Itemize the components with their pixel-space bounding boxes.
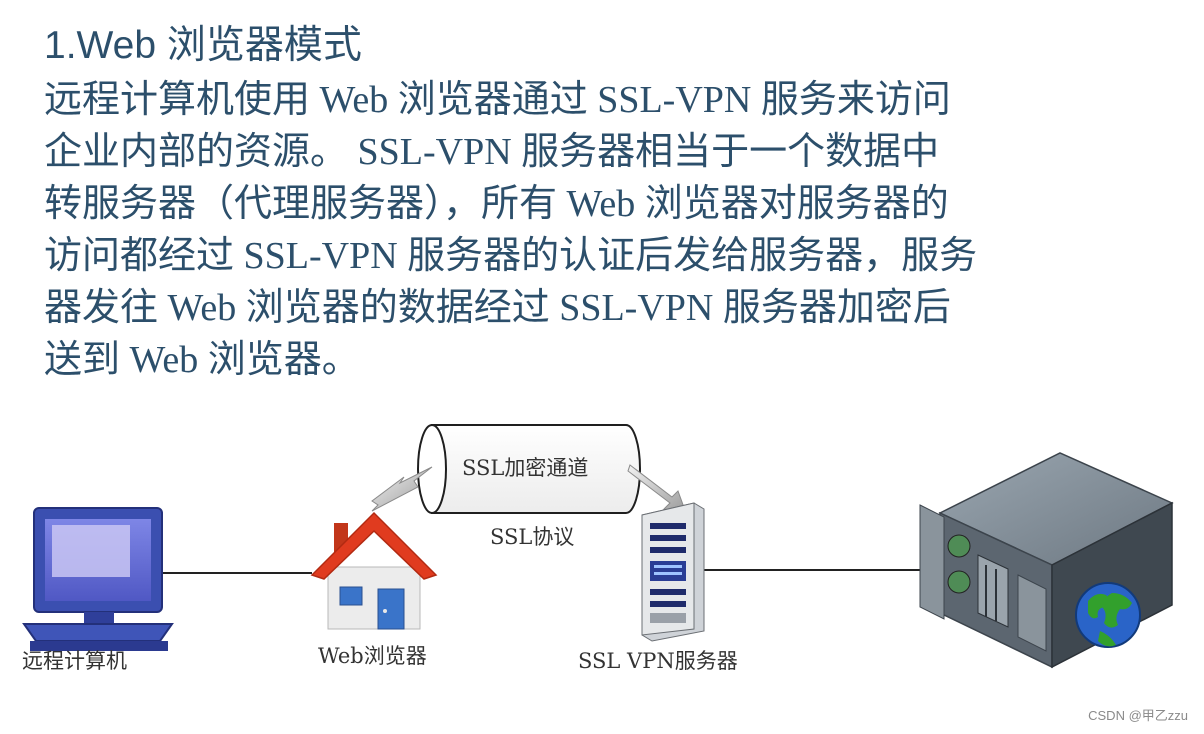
vpn-server-label: SSL VPN服务器 [578,649,738,673]
diagram-graphics [22,424,1174,669]
remote-computer-label: 远程计算机 [22,649,127,673]
tunnel-label: SSL加密通道 [462,456,589,480]
computer-icon [22,507,174,651]
paragraph-line: 企业内部的资源。 SSL-VPN 服务器相当于一个数据中 [44,131,940,173]
paragraph-line: 访问都经过 SSL-VPN 服务器的认证后发给服务器，服务 [44,235,978,277]
browser-label: Web浏览器 [318,644,427,668]
vpn-server-tower-icon [641,502,705,642]
description-paragraph: 远程计算机使用 Web 浏览器通过 SSL-VPN 服务来访问 企业内部的资源。… [44,74,1174,386]
network-diagram: SSL加密通道 SSL协议 远程计算机 Web浏览器 SSL VPN服务器 [0,405,1204,705]
globe-icon [1075,582,1141,648]
paragraph-line: 送到 Web 浏览器。 [44,339,360,381]
paragraph-line: 远程计算机使用 Web 浏览器通过 SSL-VPN 服务来访问 [44,79,951,121]
ssl-tunnel-icon [417,424,641,514]
watermark: CSDN @甲乙zzu [1088,708,1188,723]
protocol-label: SSL协议 [490,525,575,549]
arrow-to-browser [371,466,433,512]
paragraph-line: 器发往 Web 浏览器的数据经过 SSL-VPN 服务器加密后 [44,287,951,329]
house-icon [310,511,438,630]
paragraph-line: 转服务器（代理服务器），所有 Web 浏览器对服务器的 [44,183,949,225]
section-heading: 1.Web 浏览器模式 [44,24,362,67]
